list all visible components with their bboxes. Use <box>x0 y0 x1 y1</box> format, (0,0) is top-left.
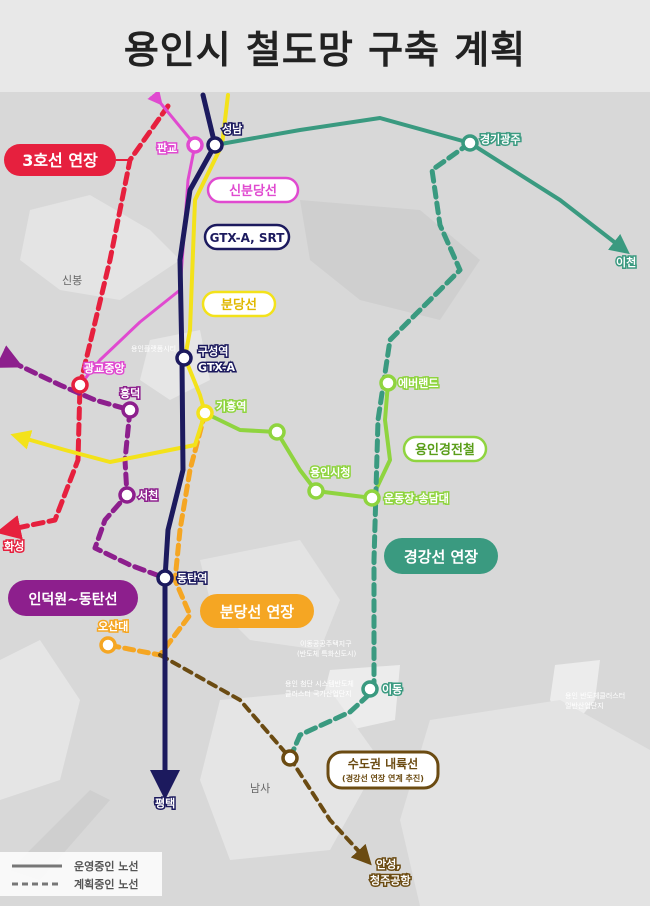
place-semicon-general-sub: 일반산업단지 <box>565 701 604 710</box>
legend: 운영중인 노선 계획중인 노선 <box>0 852 162 896</box>
label-cheongju: 청주공항 <box>370 873 410 887</box>
badge-bundang-ext: 분당선 연장 <box>220 603 294 621</box>
label-hwaseong: 화성 <box>4 539 24 553</box>
label-icheon: 이천 <box>616 255 636 269</box>
label-idong: 이동 <box>382 682 402 696</box>
badge-naeryuk-sub: (경강선 연장 연계 추진) <box>342 773 424 783</box>
station-pangyo[interactable] <box>186 136 204 154</box>
label-giheung: 기흥역 <box>216 399 246 413</box>
station-everland[interactable] <box>379 374 397 392</box>
label-pyeongtaek: 평택 <box>155 796 175 810</box>
page-title: 용인시 철도망 구축 계획 <box>123 27 527 72</box>
badge-gyeonggang-ext: 경강선 연장 <box>404 548 478 566</box>
station-cityhall[interactable] <box>307 482 325 500</box>
place-idong-housing: 이동공공주택지구 <box>300 639 352 648</box>
place-semicon-general: 용인 반도체클러스터 <box>565 691 625 700</box>
station-gyeonggi-gwangju[interactable] <box>461 134 479 152</box>
label-guseong: 구성역 <box>198 344 228 358</box>
badge-everline: 용인경전철 <box>415 442 475 458</box>
station-giheung[interactable] <box>196 404 214 422</box>
label-gyeonggi-gwangju: 경기광주 <box>480 132 520 146</box>
station-naeryuk[interactable] <box>281 749 299 767</box>
label-guseong-gtx: GTX-A <box>198 361 235 374</box>
badge-naeryuk: 수도권 내륙선 <box>348 756 418 771</box>
place-platform-city: 용인플랫폼시티 <box>131 344 176 353</box>
station-mid[interactable] <box>268 423 286 441</box>
label-osan: 오산대 <box>98 619 128 633</box>
label-heungdeok: 흥덕 <box>120 386 140 400</box>
station-undongjang[interactable] <box>363 489 381 507</box>
badge-line3: 3호선 연장 <box>22 151 98 170</box>
gyeonggang-line <box>213 116 630 255</box>
title-bar: 용인시 철도망 구축 계획 <box>0 0 650 92</box>
badge-sinbundang: 신분당선 <box>229 183 277 199</box>
label-dongtan: 동탄역 <box>177 571 207 585</box>
station-dongtan[interactable] <box>156 569 174 587</box>
label-gwanggyo: 광교중앙 <box>84 362 124 375</box>
legend-planned: 계획중인 노선 <box>74 877 139 891</box>
place-sinbong: 신봉 <box>62 274 82 287</box>
rail-map: 성남 판교 경기광주 이천 광교중앙 흥덕 구성역 GTX-A 기흥역 에버랜드… <box>0 92 650 906</box>
station-seocheon[interactable] <box>118 486 136 504</box>
station-guseong[interactable] <box>175 349 193 367</box>
label-seongnam: 성남 <box>222 122 242 136</box>
place-idong-housing-sub: (반도체 특화신도시) <box>297 649 356 658</box>
label-pangyo: 판교 <box>157 141 177 155</box>
badge-bundang: 분당선 <box>221 297 257 313</box>
station-seongnam[interactable] <box>206 136 224 154</box>
label-anseong: 안성, <box>376 857 400 871</box>
place-namsa: 남사 <box>250 782 270 795</box>
label-undongjang: 운동장·송담대 <box>384 491 449 505</box>
badge-gtx-srt: GTX-A, SRT <box>210 231 286 245</box>
badge-indeokwon: 인덕원~동탄선 <box>28 591 117 608</box>
label-cityhall: 용인시청 <box>310 465 350 479</box>
bundang-line <box>10 93 230 464</box>
place-semicon-national: 용인 첨단 시스템반도체 <box>285 679 354 688</box>
station-idong[interactable] <box>361 680 379 698</box>
stations <box>71 134 479 767</box>
station-osan[interactable] <box>99 636 117 654</box>
label-everland: 에버랜드 <box>398 376 438 390</box>
station-heungdeok[interactable] <box>121 401 139 419</box>
map-background <box>0 92 650 906</box>
place-semicon-national-sub: 클러스터 국가산업단지 <box>285 689 352 698</box>
station-gwanggyo[interactable] <box>71 376 89 394</box>
legend-operating: 운영중인 노선 <box>74 859 139 873</box>
label-seocheon: 서천 <box>138 488 158 502</box>
